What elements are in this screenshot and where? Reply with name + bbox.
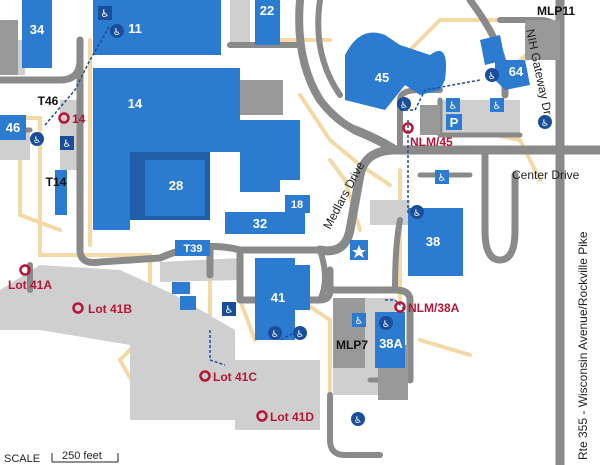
street-rte355: Rte 355 - Wisconsin Avenue/Rockville Pik… [576, 231, 590, 460]
svg-text:♿: ♿ [488, 72, 496, 82]
accessible-icon: ♿ [435, 170, 449, 184]
scale-distance: 250 feet [62, 450, 102, 462]
accessible-icon: ♿ [397, 97, 411, 111]
svg-text:♿: ♿ [413, 209, 421, 219]
marker-label-lot41b: Lot 41B [88, 302, 132, 316]
building-64 [495, 60, 530, 90]
building-32 [225, 212, 305, 234]
label-t46: T46 [38, 94, 59, 108]
label-t14: T14 [46, 175, 67, 189]
svg-text:♿: ♿ [355, 316, 364, 327]
accessible-icon: ♿ [30, 132, 44, 146]
location-marker-icon [256, 410, 268, 422]
marker-label-lot41c: Lot 41C [213, 370, 257, 384]
location-marker-icon [58, 112, 70, 124]
building-45 [345, 32, 446, 110]
building-18 [285, 195, 310, 213]
scale-label: SCALE [4, 453, 40, 465]
building-22 [255, 0, 280, 45]
accessible-icon: ♿ [490, 98, 504, 112]
svg-text:♿: ♿ [541, 119, 549, 129]
marker-label-nlm38a: NLM/38A [408, 301, 460, 315]
svg-text:♿: ♿ [271, 330, 279, 340]
building-34 [22, 0, 52, 68]
accessible-icon: ♿ [410, 205, 424, 219]
location-marker-icon [199, 370, 211, 382]
scale-bar: SCALE 250 feet [4, 450, 119, 465]
accessible-icon: ♿ [293, 326, 307, 340]
accessible-icon: ♿ [268, 326, 282, 340]
svg-text:♿: ♿ [63, 139, 72, 150]
accessible-icon: ♿ [485, 68, 499, 82]
parking-badge: P [446, 114, 462, 130]
svg-text:♿: ♿ [449, 101, 458, 112]
marker-label-nlm45: NLM/45 [410, 135, 453, 149]
svg-text:♿: ♿ [493, 101, 502, 112]
accessible-icon: ♿ [446, 98, 460, 112]
svg-text:♿: ♿ [400, 101, 408, 111]
marker-labels: 14 NLM/45 NLM/38A Lot 41A Lot 41B Lot 41… [8, 112, 460, 424]
label-22: 22 [260, 3, 274, 18]
building-41 [255, 258, 310, 340]
street-center-drive: Center Drive [512, 168, 580, 182]
svg-text:♿: ♿ [113, 28, 121, 38]
svg-text:♿: ♿ [296, 330, 304, 340]
building-14 [93, 68, 300, 230]
building-labels: 34 11 22 14 45 64 46 T46 T14 28 18 32 T3… [6, 3, 576, 352]
accessible-icon: ♿ [60, 136, 74, 150]
label-41: 41 [271, 290, 285, 305]
svg-text:♿: ♿ [225, 305, 234, 316]
star-icon [352, 245, 366, 258]
accessible-icon: ♿ [379, 316, 393, 330]
accessible-icon: ♿ [98, 6, 112, 20]
location-marker-icon [394, 301, 406, 313]
svg-text:♿: ♿ [438, 173, 447, 184]
accessible-icon: ♿ [352, 313, 366, 327]
label-38: 38 [426, 234, 440, 249]
svg-text:P: P [450, 115, 459, 130]
label-14: 14 [128, 96, 143, 111]
building-t39 [175, 240, 210, 256]
svg-text:♿: ♿ [354, 416, 362, 426]
label-28: 28 [169, 178, 183, 193]
accessible-icon: ♿ [222, 302, 236, 316]
svg-text:♿: ♿ [382, 320, 390, 330]
svg-text:♿: ♿ [33, 136, 41, 146]
label-t39: T39 [184, 243, 203, 255]
label-mlp7: MLP7 [336, 338, 368, 352]
marker-label-lot41d: Lot 41D [270, 410, 314, 424]
gray-structures [0, 20, 560, 400]
building-38 [408, 208, 463, 276]
accessible-icon: ♿ [351, 412, 365, 426]
location-marker-icon [402, 122, 414, 134]
building-46 [0, 115, 26, 140]
label-34: 34 [30, 22, 45, 37]
label-mlp11: MLP11 [537, 4, 575, 18]
buildings [0, 0, 530, 368]
label-46: 46 [6, 120, 20, 135]
accessible-icons: ♿ ♿ ♿ ♿ ♿ ♿ ♿ ♿ ♿ ♿ ♿ ♿ ♿ ♿ ♿ ♿ ♿ [30, 6, 552, 426]
label-11: 11 [128, 21, 142, 36]
svg-text:♿: ♿ [101, 9, 110, 20]
label-64: 64 [509, 64, 524, 79]
location-markers[interactable] [19, 112, 414, 422]
accessible-icon: ♿ [538, 115, 552, 129]
location-marker-icon [19, 264, 31, 276]
building-28 [145, 160, 205, 216]
marker-label-14: 14 [72, 112, 86, 126]
marker-label-lot41a: Lot 41A [8, 278, 52, 292]
label-45: 45 [375, 70, 389, 85]
label-32: 32 [253, 216, 267, 231]
accessible-icon: ♿ [110, 24, 124, 38]
label-18: 18 [291, 199, 303, 211]
location-marker-icon [72, 302, 84, 314]
label-38a: 38A [379, 336, 403, 351]
